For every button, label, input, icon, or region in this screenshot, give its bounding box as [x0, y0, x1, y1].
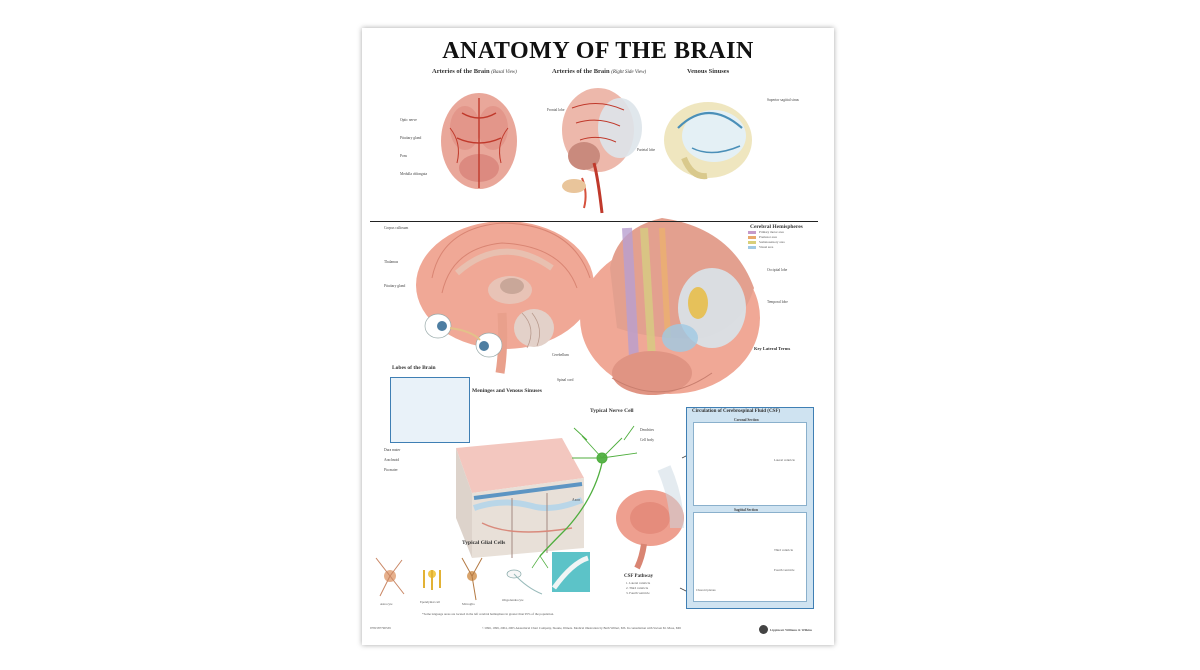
- label-microglia: Microglia: [462, 602, 475, 606]
- label-axon: Axon: [572, 498, 580, 502]
- cerebral-hemispheres-heading: Cerebral Hemispheres: [750, 224, 803, 230]
- label-pons: Pons: [400, 154, 407, 158]
- publisher-name: Lippincott Williams & Wilkins: [770, 628, 813, 632]
- label-parietal: Parietal lobe: [637, 148, 656, 152]
- venous-sinuses-skull-illustration: [664, 102, 752, 180]
- poster-illustrations: [375, 88, 777, 601]
- lateral-brain-illustration: [580, 218, 760, 395]
- arteries-side-heading: Arteries of the Brain (Right Side View): [552, 68, 647, 75]
- anatomy-poster: ANATOMY OF THE BRAIN Arteries of the Bra…: [362, 28, 834, 645]
- copyright: ©1996, 1999, 2004, 2005 Anatomical Chart…: [482, 626, 681, 630]
- catalog-number: 9781587790539: [370, 626, 391, 630]
- label-cerebellum: Cerebellum: [552, 353, 569, 357]
- label-corpus-callosum: Corpus callosum: [384, 226, 409, 230]
- label-temporal: Temporal lobe: [767, 300, 788, 304]
- publisher-logo-icon: [759, 625, 768, 634]
- label-optic-nerve: Optic nerve: [400, 118, 417, 122]
- label-third-ventricle: Third ventricle: [774, 548, 794, 552]
- lobes-inset-frame: [390, 377, 470, 443]
- poster-title: ANATOMY OF THE BRAIN: [442, 38, 754, 64]
- sagittal-brain-illustration: [416, 221, 594, 374]
- label-frontal: Frontal lobe: [547, 108, 565, 112]
- csf-pathway-item-1: 1. Lateral ventricle: [626, 581, 651, 585]
- label-occipital: Occipital lobe: [767, 268, 788, 272]
- nerve-cell-heading: Typical Nerve Cell: [590, 408, 634, 414]
- label-dura-mater: Dura mater: [384, 448, 401, 452]
- csf-pathway-brain-illustration: [616, 452, 693, 594]
- label-ependymal: Ependymal cell: [420, 600, 440, 604]
- csf-coronal-panel: [693, 422, 807, 506]
- venous-sinuses-heading: Venous Sinuses: [687, 68, 730, 75]
- label-pituitary: Pituitary gland: [400, 136, 422, 140]
- label-pia-mater: Pia mater: [384, 468, 398, 472]
- csf-frame: [686, 407, 814, 609]
- label-spinal-cord: Spinal cord: [557, 378, 574, 382]
- lobes-heading: Lobes of the Brain: [392, 365, 436, 371]
- csf-pathway-item-2: 2. Third ventricle: [626, 586, 649, 590]
- meninges-block-illustration: [456, 438, 584, 558]
- legend-item-1: Primary motor area: [759, 230, 784, 234]
- label-lateral-ventricle: Lateral ventricle: [774, 458, 795, 462]
- csf-pathway-item-3: 3. Fourth ventricle: [626, 591, 650, 595]
- label-arachnoid: Arachnoid: [384, 458, 400, 462]
- basal-view-brain-illustration: [441, 93, 517, 189]
- glial-cells-heading: Typical Glial Cells: [462, 540, 506, 546]
- legend-item-3: Somatosensory area: [759, 240, 785, 244]
- side-view-brain-illustration: [562, 88, 642, 214]
- glial-cells-illustration: [375, 552, 590, 601]
- meninges-heading: Meninges and Venous Sinuses: [472, 388, 542, 394]
- csf-heading: Circulation of Cerebrospinal Fluid (CSF): [692, 409, 781, 414]
- csf-pathway-heading: CSF Pathway: [624, 574, 654, 579]
- label-astrocyte: Astrocyte: [380, 602, 393, 606]
- label-superior-sagittal: Superior sagittal sinus: [767, 98, 799, 102]
- label-fourth-ventricle: Fourth ventricle: [774, 568, 795, 572]
- label-dendrites: Dendrites: [640, 428, 654, 432]
- legend-item-2: Premotor area: [759, 235, 777, 239]
- legend-item-4: Visual area: [759, 245, 774, 249]
- label-cell-body: Cell body: [640, 438, 655, 442]
- key-terms-heading: Key Lateral Terms: [754, 346, 791, 351]
- section-divider: [370, 221, 818, 222]
- arteries-basal-heading: Arteries of the Brain (Basal View): [432, 68, 517, 75]
- label-medulla: Medulla oblongata: [400, 172, 428, 176]
- footnote: *Some language areas are located in the …: [422, 612, 554, 616]
- label-pituitary-mid: Pituitary gland: [384, 284, 406, 288]
- label-thalamus: Thalamus: [384, 260, 399, 264]
- label-oligodendrocyte: Oligodendrocyte: [502, 598, 524, 602]
- csf-sagittal-heading: Sagittal Section: [734, 508, 758, 512]
- csf-coronal-heading: Coronal Section: [734, 418, 759, 422]
- nerve-cell-illustration: [531, 425, 638, 569]
- label-choroid-plexus: Choroid plexus: [696, 588, 716, 592]
- csf-sagittal-panel: [693, 512, 807, 602]
